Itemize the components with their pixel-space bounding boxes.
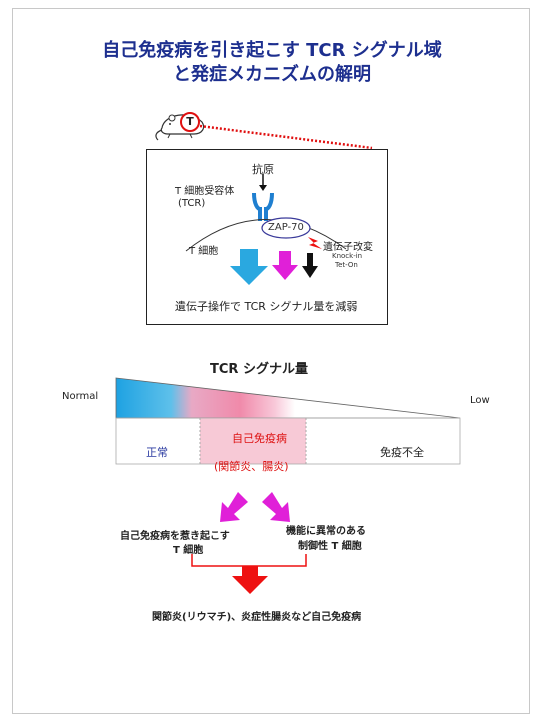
tcr-receptor-icon: [252, 192, 274, 221]
signal-gradient-title: TCR シグナル量: [210, 362, 308, 377]
outcome-left-2: T 細胞: [173, 545, 204, 556]
low-label: Low: [470, 395, 490, 406]
zone-normal: 正常: [146, 446, 168, 459]
zap70-molecule: [261, 217, 311, 239]
signal-wedge: [115, 377, 461, 419]
arrow-to-disease: [232, 566, 268, 594]
zap70-label: ZAP-70: [268, 222, 304, 233]
mouse-icon: [155, 112, 373, 150]
signal-arrow-magenta: [272, 251, 298, 280]
signal-arrow-black: [302, 253, 318, 278]
title-line-2: と発症メカニズムの解明: [173, 64, 371, 85]
antigen-label: 抗原: [252, 163, 274, 176]
arrow-to-treg: [262, 492, 290, 522]
t-cell-label: T 細胞: [189, 246, 219, 257]
final-outcome: 関節炎(リウマチ)、炎症性腸炎など自己免疫病: [152, 612, 362, 623]
tcr-label-2: (TCR): [178, 198, 206, 209]
signal-gradient-diagram: [115, 377, 461, 465]
mutation-bolt-icon: [308, 237, 322, 249]
normal-label: Normal: [62, 391, 99, 402]
tcr-label-1: T 細胞受容体: [175, 186, 235, 197]
zone-immunodeficiency: 免疫不全: [380, 446, 424, 459]
outcome-left-1: 自己免疫病を惹き起こす: [120, 531, 230, 542]
signal-arrow-blue: [230, 249, 268, 285]
zone-autoimmune-2: (関節炎、腸炎): [214, 460, 289, 473]
outcome-arrows: [191, 492, 307, 594]
arrow-to-autoreactive: [220, 492, 248, 522]
tet-on-label: Tet-On: [335, 261, 358, 269]
page-frame: [12, 8, 530, 714]
tcr-signaling-inset: [146, 149, 388, 325]
title-line-1: 自己免疫病を引き起こす TCR シグナル域: [102, 40, 442, 61]
mutation-label: 遺伝子改変: [323, 242, 373, 253]
convergence-bracket: [191, 554, 307, 567]
tcr-signaling-drawing: [185, 174, 347, 285]
zone-autoimmune-1: 自己免疫病: [232, 432, 287, 445]
t-cell-badge-label: T: [186, 115, 194, 128]
t-cell-badge: [180, 112, 200, 132]
inset-caption: 遺伝子操作で TCR シグナル量を減弱: [175, 300, 358, 313]
outcome-right-1: 機能に異常のある: [286, 526, 366, 537]
outcome-right-2: 制御性 T 細胞: [298, 541, 362, 552]
knock-in-label: Knock-in: [332, 252, 363, 260]
autoimmune-zone: [200, 418, 306, 464]
